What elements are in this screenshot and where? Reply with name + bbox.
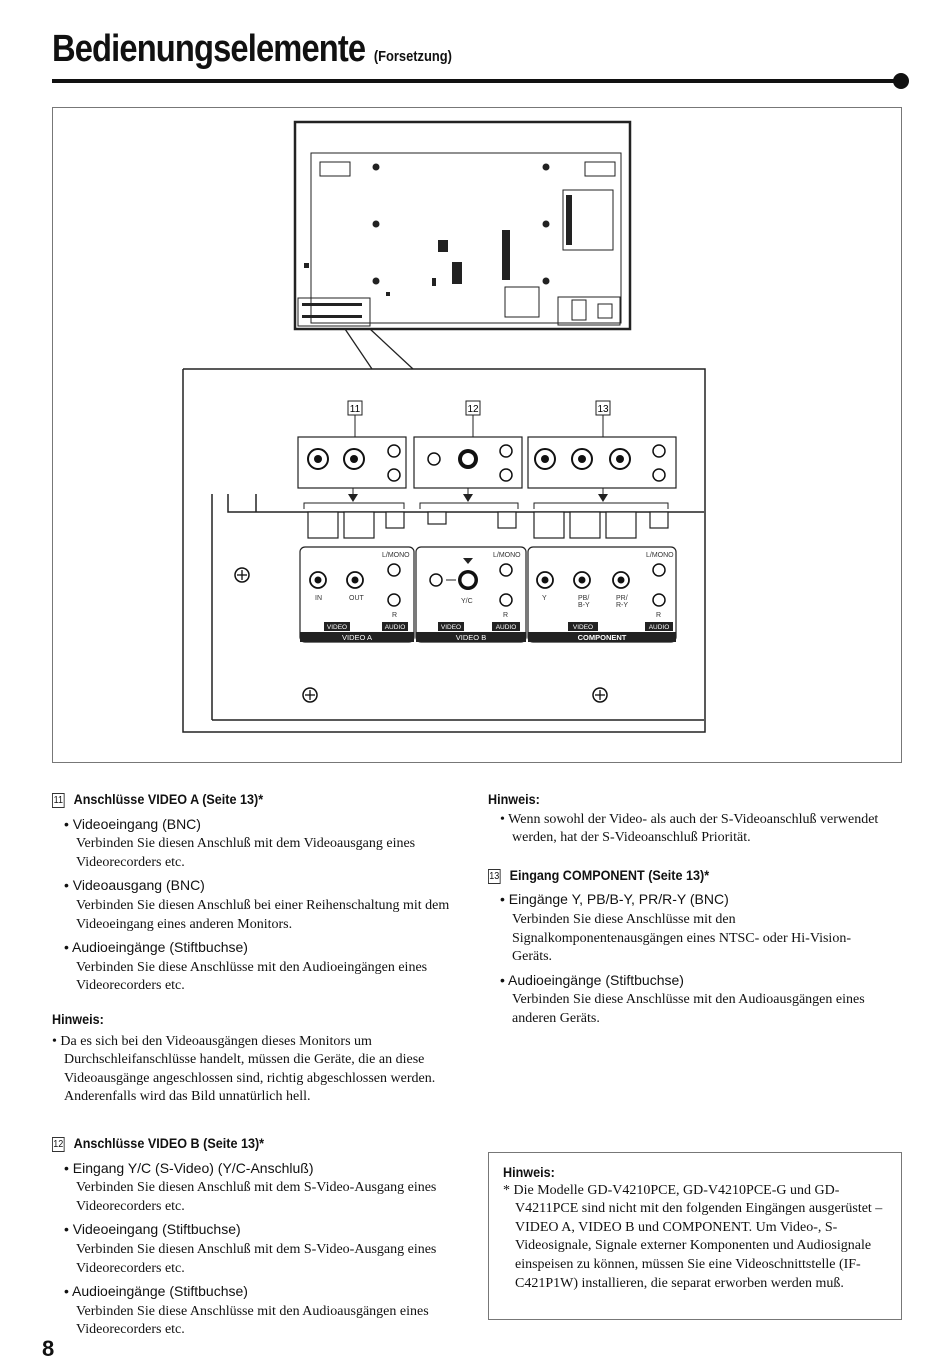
- label-video-a: VIDEO: [327, 624, 347, 631]
- label-audio-a: AUDIO: [385, 624, 406, 631]
- list-item: Videoausgang (BNC)Verbinden Sie diesen A…: [64, 876, 462, 934]
- label-y: Y: [542, 595, 547, 602]
- note-box-heading: Hinweis:: [503, 1164, 555, 1180]
- list-item: Audioeingänge (Stiftbuchse)Verbinden Sie…: [64, 938, 462, 996]
- page-title: Bedienungselemente(Forsetzung): [52, 28, 452, 70]
- label-video-c: VIDEO: [573, 624, 593, 631]
- callout-13: 13: [597, 404, 609, 415]
- callout-numbers: 11 12 13: [347, 400, 611, 416]
- label-group-video-a: VIDEO A: [342, 633, 372, 642]
- label-pr: PR/: [616, 595, 628, 602]
- list-item: Eingänge Y, PB/B-Y, PR/R-Y (BNC)Verbinde…: [500, 890, 888, 966]
- section-12-number: 12: [52, 1137, 65, 1152]
- label-by: B-Y: [578, 602, 590, 609]
- page-number: 8: [42, 1336, 55, 1361]
- label-audio-c: AUDIO: [649, 624, 670, 631]
- right-column: Hinweis: Wenn sowohl der Video- als auch…: [488, 790, 888, 1029]
- label-audio-b: AUDIO: [496, 624, 517, 631]
- note-heading: Hinweis:: [488, 791, 540, 807]
- label-video-b: VIDEO: [441, 624, 461, 631]
- note-text: Wenn sowohl der Video- als auch der S-Vi…: [500, 811, 888, 848]
- list-item: Audioeingänge (Stiftbuchse)Verbinden Sie…: [500, 971, 888, 1029]
- label-in: IN: [315, 595, 322, 602]
- callout-11: 11: [350, 404, 361, 415]
- list-item: Videoeingang (Stiftbuchse)Verbinden Sie …: [64, 1220, 462, 1278]
- list-item: Audioeingänge (Stiftbuchse)Verbinden Sie…: [64, 1282, 462, 1340]
- label-lmono-b: L/MONO: [493, 552, 521, 559]
- label-group-video-b: VIDEO B: [456, 633, 486, 642]
- callout-12: 12: [467, 404, 479, 415]
- note-heading: Hinweis:: [52, 1010, 104, 1027]
- section-13-number: 13: [488, 868, 501, 884]
- note-box-text: Die Modelle GD-V4210PCE, GD-V4210PCE-G u…: [503, 1182, 887, 1294]
- label-ry: R-Y: [616, 602, 628, 609]
- label-group-component: COMPONENT: [578, 633, 627, 642]
- rear-panel-figure: 11 12 13: [182, 120, 706, 733]
- upper-connectors: [307, 444, 666, 482]
- list-item: Videoeingang (BNC)Verbinden Sie diesen A…: [64, 815, 462, 873]
- label-yc: Y/C: [461, 598, 473, 605]
- page-subtitle: (Forsetzung): [373, 48, 452, 65]
- note-text: Da es sich bei den Videoausgängen dieses…: [52, 1033, 462, 1107]
- label-lmono-c: L/MONO: [646, 552, 674, 559]
- label-lmono-a: L/MONO: [382, 552, 410, 559]
- label-r-c: R: [656, 612, 661, 619]
- list-item: Eingang Y/C (S-Video) (Y/C-Anschluß)Verb…: [64, 1159, 462, 1217]
- model-note-box: Hinweis: Die Modelle GD-V4210PCE, GD-V42…: [488, 1152, 902, 1320]
- label-pb: PB/: [578, 595, 589, 602]
- monitor-rear-view: [293, 120, 632, 331]
- label-out: OUT: [349, 595, 365, 602]
- section-11-number: 11: [52, 793, 65, 808]
- figure-frame: [52, 107, 902, 763]
- label-r-b: R: [503, 612, 508, 619]
- title-rule-dot: [893, 73, 909, 89]
- label-r-a: R: [392, 612, 397, 619]
- title-rule: [52, 79, 900, 83]
